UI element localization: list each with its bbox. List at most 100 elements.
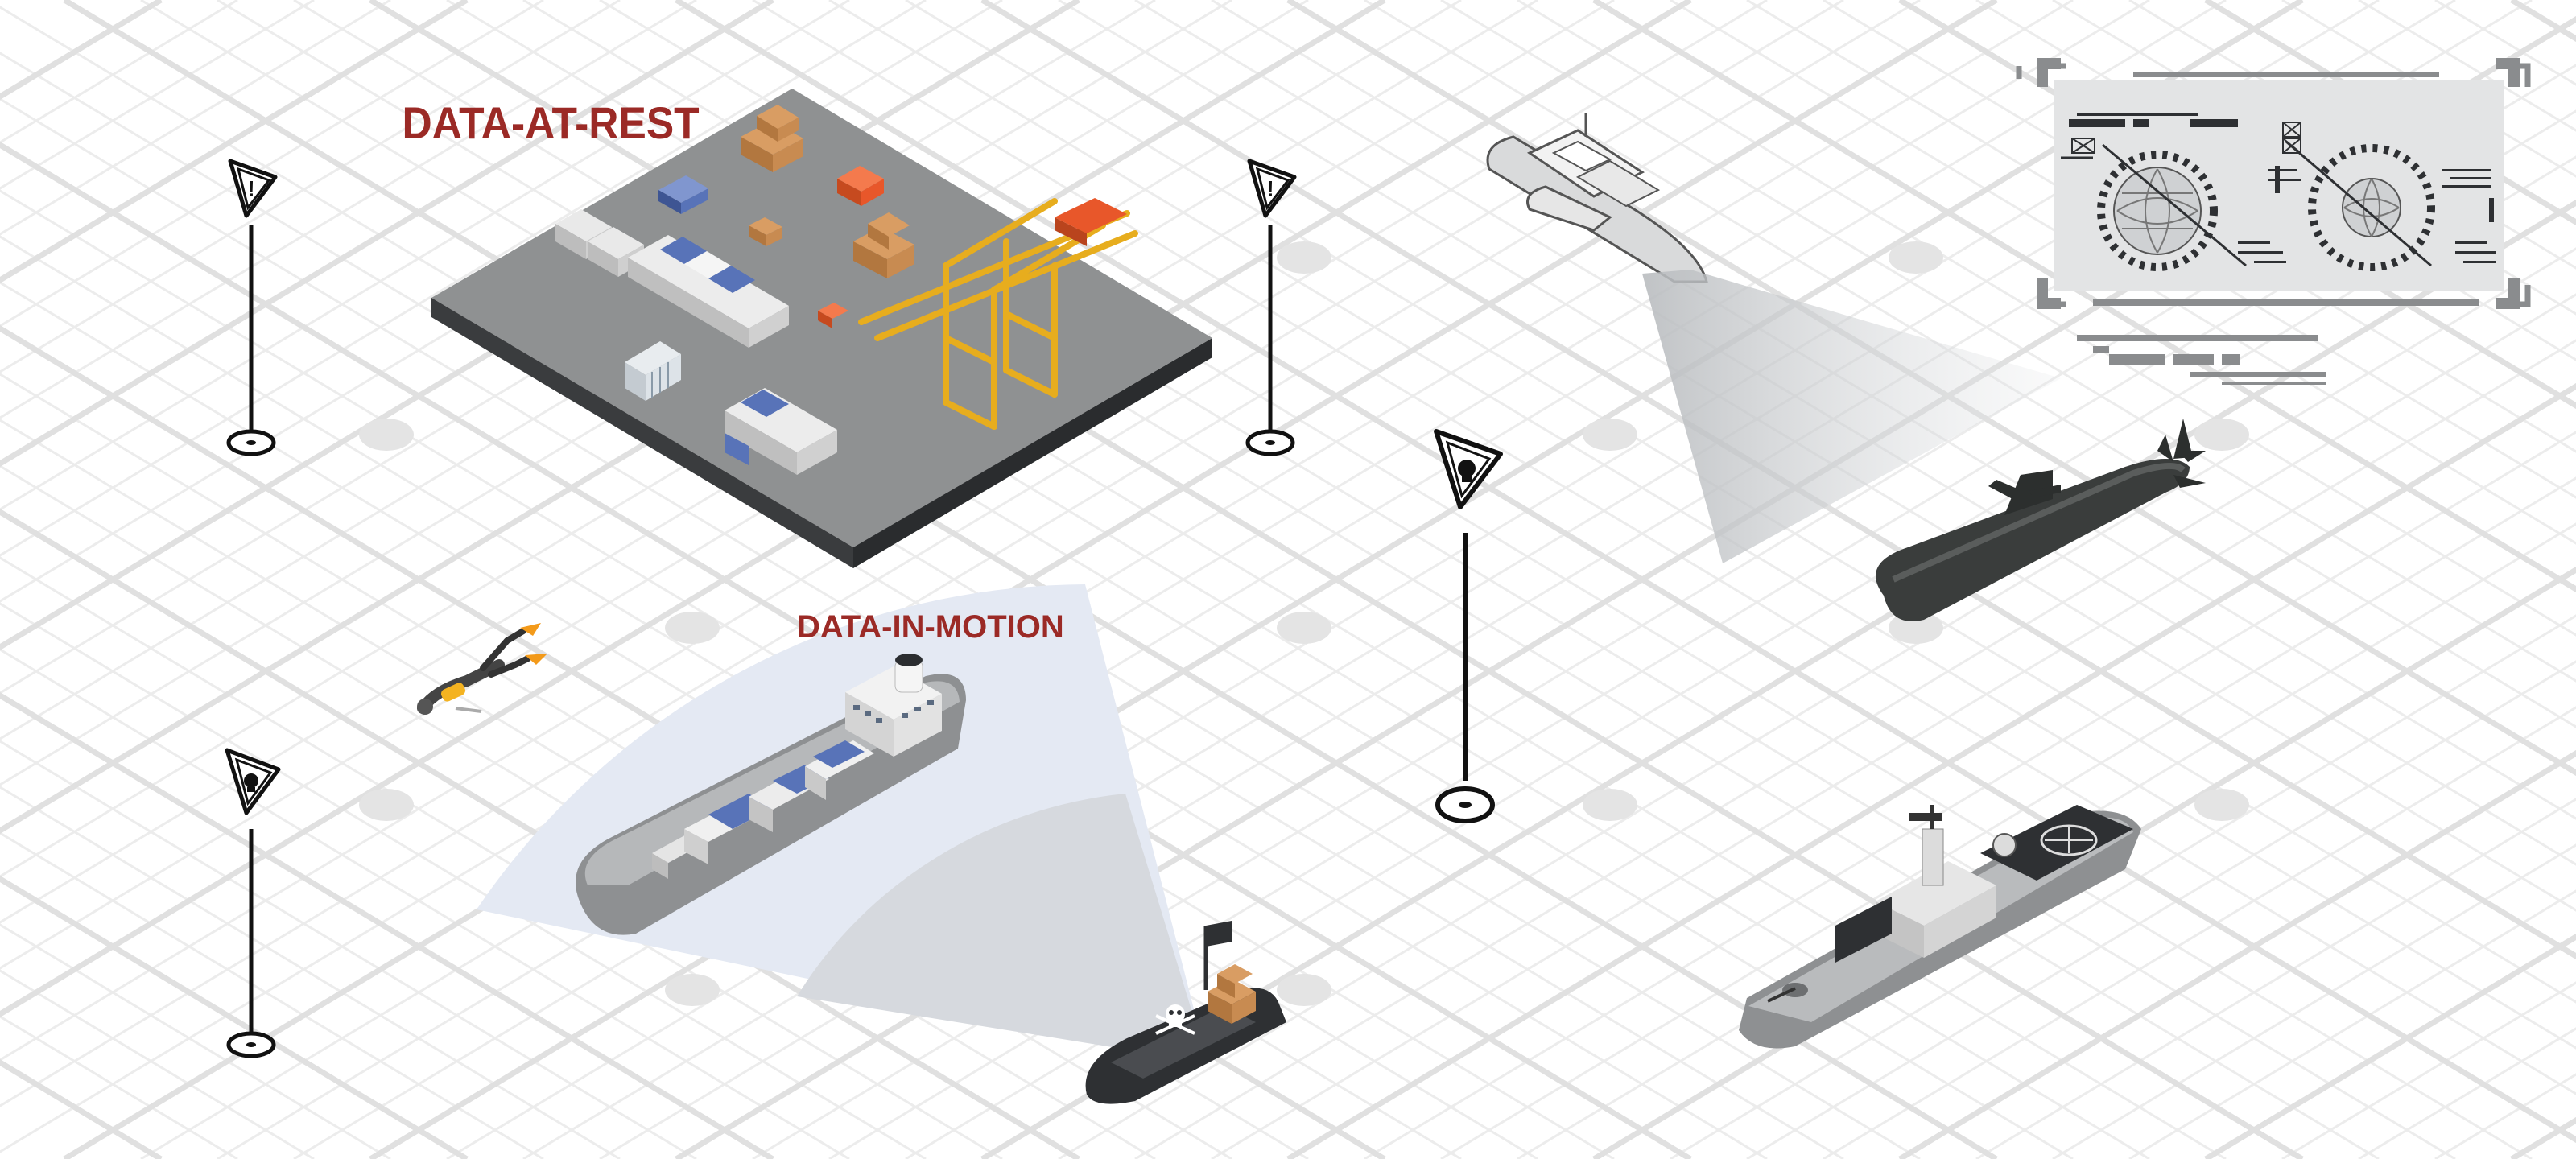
sonar-beam — [1642, 270, 2061, 563]
grid-line-major — [0, 0, 469, 284]
data-at-rest-label: DATA-AT-REST — [402, 98, 700, 148]
grid-line-major — [1286, 382, 2576, 1159]
grid-line — [1670, 614, 2576, 1159]
container-orange — [818, 166, 884, 328]
hud-targeting-panel-icon — [2016, 58, 2531, 385]
container-stack-gray — [555, 209, 644, 277]
submarine-propeller — [2157, 419, 2206, 488]
grid-line — [0, 0, 1768, 1062]
grid-line — [0, 0, 391, 236]
grid-line-major — [0, 691, 774, 1159]
skull-warning-marker — [225, 748, 281, 1058]
grid-line — [293, 0, 2227, 1159]
grid-line — [1364, 431, 2576, 1159]
grid-line-major — [2204, 0, 2576, 226]
grid-line — [1823, 706, 2576, 1159]
grid-line — [0, 0, 544, 328]
pirate-skull-flag-icon — [1203, 921, 1232, 990]
grid-node — [1277, 241, 1331, 274]
container-stack-blue-white — [628, 235, 789, 348]
grid-line-major — [0, 875, 469, 1159]
grid-line — [2511, 0, 2576, 40]
grid-node — [359, 789, 414, 821]
warning-marker: ! — [1245, 159, 1297, 456]
container-blue-small — [658, 175, 708, 214]
grid-node — [665, 612, 720, 644]
warning-marker: ! — [226, 159, 278, 456]
grid-line — [1670, 0, 2576, 545]
grid-line-major — [369, 0, 2304, 1159]
submarine — [1876, 419, 2206, 621]
grid-line-major — [63, 0, 1998, 1159]
grid-line — [0, 648, 850, 1159]
crate-small — [749, 217, 782, 246]
grid-node — [1889, 241, 1943, 274]
radar-coverage-zone — [477, 584, 1208, 1062]
grid-line — [0, 602, 927, 1159]
grid-line-major — [0, 0, 774, 468]
grid-line-major — [2510, 1116, 2576, 1159]
grid-line-major — [0, 0, 1386, 835]
skull-warning-marker-icon — [1434, 429, 1503, 509]
deck-gun — [1767, 983, 1808, 1003]
grid-line-major — [1898, 749, 2576, 1159]
grid-node — [359, 419, 414, 451]
scuba-diver-icon — [417, 623, 547, 715]
port-terminal — [431, 89, 1212, 568]
grid-line-major — [0, 0, 1692, 1018]
grid-line — [217, 0, 2150, 1159]
grid-line — [0, 0, 1844, 1107]
cargo-ship — [576, 654, 966, 935]
grid-node — [1277, 974, 1331, 1006]
grid-line — [0, 740, 697, 1159]
target-globe-left — [2061, 143, 2247, 271]
grid-line — [0, 923, 391, 1159]
cooling-unit — [625, 341, 681, 401]
pirate-loot-crates — [1208, 964, 1256, 1024]
grid-line — [1134, 293, 2576, 1159]
target-globe-right — [2285, 140, 2435, 271]
grid-node — [665, 974, 720, 1006]
pirate-boat — [1085, 921, 1286, 1104]
grid-line — [905, 155, 2576, 1159]
grid-line — [0, 0, 1615, 970]
warning-marker-icon: ! — [1247, 159, 1297, 218]
grid-line — [0, 0, 850, 511]
grid-line — [2128, 889, 2576, 1159]
ship-bridge — [845, 654, 942, 757]
grid-line — [0, 0, 927, 557]
grid-line — [0, 0, 697, 419]
grid-line — [140, 0, 2074, 1159]
grid-node — [1277, 612, 1331, 644]
grid-line — [1211, 339, 2576, 1159]
grid-line — [0, 0, 1309, 786]
grid-line-major — [2204, 933, 2576, 1159]
grid-node — [1583, 419, 1637, 451]
grid-line — [0, 0, 1462, 878]
grid-line — [1746, 660, 2576, 1159]
grid-node — [2194, 789, 2249, 821]
grid-line — [0, 786, 621, 1159]
data-in-motion-label: DATA-IN-MOTION — [797, 609, 1064, 645]
grid-nodes — [359, 241, 2249, 1006]
crates-center — [853, 212, 914, 278]
grid-line — [1440, 476, 2576, 1159]
grid-node — [2194, 419, 2249, 451]
grid-line — [0, 831, 544, 1159]
grid-line — [0, 0, 621, 373]
crates-stack — [741, 105, 803, 172]
grid-line — [1058, 247, 2576, 1159]
skull-crossbones-icon — [1155, 1004, 1195, 1035]
svg-text:!: ! — [1266, 176, 1274, 201]
grid-node — [1583, 789, 1637, 821]
skull-warning-marker — [1434, 429, 1503, 823]
container-stack-bottom — [724, 388, 837, 475]
grid-line — [1975, 798, 2576, 1159]
grid-line — [2511, 1119, 2576, 1159]
cargo-containers — [652, 740, 874, 879]
naval-warship — [1739, 805, 2141, 1049]
grid-line — [0, 0, 1538, 924]
warning-marker-icon: ! — [228, 159, 278, 218]
patrol-vessel — [1486, 113, 1708, 283]
